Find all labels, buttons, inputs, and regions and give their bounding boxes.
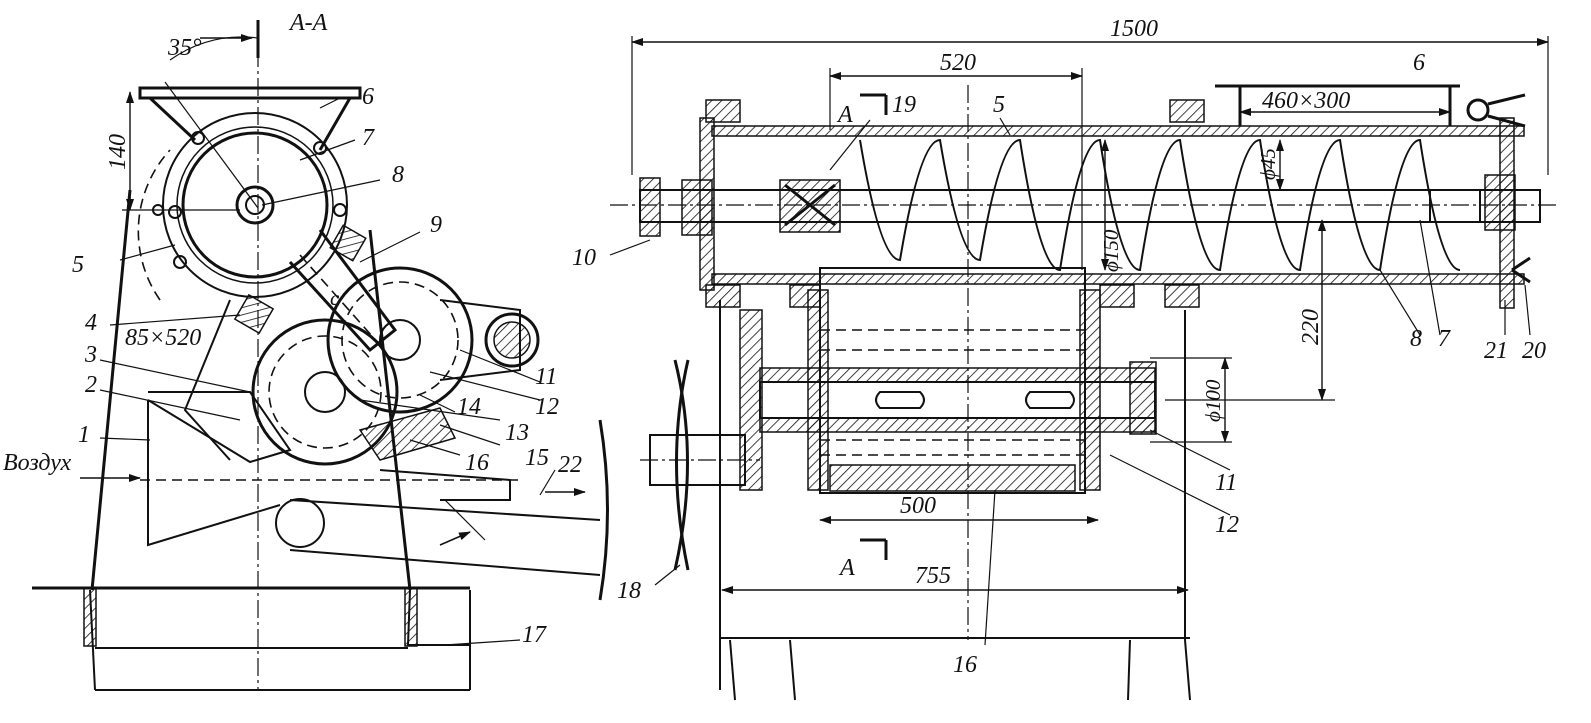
dim-755-label: 755: [915, 563, 951, 589]
c-label: c: [330, 286, 340, 310]
air-label: Воздух: [3, 450, 72, 476]
r-part-8-label: 8: [1410, 326, 1422, 352]
outlet-chute: [289, 499, 601, 576]
longitudinal-view-right: [609, 36, 1560, 701]
r-part-7-label: 7: [1438, 326, 1451, 352]
key-1: [875, 391, 925, 409]
section-title: A-A: [288, 10, 328, 36]
dim-140-label: 140: [105, 134, 131, 170]
part-2-label: 2: [85, 372, 97, 398]
housing-outer: [162, 112, 348, 298]
tube-top-wall: [711, 125, 1525, 137]
dashed-housing-arc: [137, 149, 171, 301]
r-part-18-label: 18: [617, 578, 641, 604]
feed-drum: [181, 131, 329, 279]
air-duct-top: [147, 391, 292, 464]
left-leaders: [99, 97, 556, 646]
part-4-label: 4: [85, 310, 97, 336]
slot-label: 85×520: [125, 325, 201, 351]
bolt-9: [329, 224, 367, 262]
r-part-12-label: 12: [1215, 512, 1239, 538]
section-mark-top: A: [836, 102, 853, 128]
frame-left-leg: [90, 189, 132, 591]
part-13-label: 13: [505, 420, 529, 446]
r-part-16-label: 16: [953, 652, 977, 678]
dim-100-label: ϕ100: [1201, 379, 1225, 422]
frame-right-leg: [368, 229, 412, 591]
air-duct: [147, 400, 281, 547]
part-9-label: 9: [430, 212, 442, 238]
frame: [719, 300, 1190, 690]
part-16-label: 16: [465, 450, 489, 476]
part-7-label: 7: [362, 125, 375, 151]
part-8-label: 8: [392, 162, 404, 188]
dim-1500-label: 1500: [1110, 16, 1158, 42]
section-arrow-top: [860, 93, 888, 115]
r-part-19-label: 19: [892, 92, 916, 118]
pulley-18: [673, 359, 689, 571]
screw-shaft: [639, 189, 1541, 223]
outlet-flange: [598, 419, 609, 601]
knife-block: [358, 407, 457, 461]
r-part-11-label: 11: [1215, 470, 1237, 496]
part-12-label: 12: [535, 394, 559, 420]
section-arrow-bottom: [860, 538, 888, 560]
r-part-21-label: 21: [1484, 338, 1508, 364]
section-view-left: [32, 20, 609, 691]
part-1-label: 1: [78, 422, 90, 448]
feed-shaft: [235, 185, 275, 225]
outlet-pulley: [275, 498, 325, 548]
dim-45-label: ϕ45: [1256, 148, 1280, 180]
drum-shaft-bottom: [759, 417, 1156, 433]
screw-flights: [859, 138, 1461, 272]
knives-16: [829, 464, 1076, 492]
r-part-6-label: 6: [1413, 50, 1425, 76]
bolt-4: [233, 293, 275, 335]
hopper-walls: [148, 96, 352, 151]
part-22-label: 22: [558, 452, 582, 478]
lever-pivot: [484, 312, 540, 368]
part-15-label: 15: [525, 445, 549, 471]
dim-inlet-label: 460×300: [1262, 88, 1350, 114]
bearing-right: [1484, 174, 1516, 231]
part-14-label: 14: [457, 394, 481, 420]
dim-500-label: 500: [900, 493, 936, 519]
angle-label: 35°: [167, 35, 202, 61]
part-5-label: 5: [72, 252, 84, 278]
right-leaders: [609, 117, 1531, 646]
bearing-left: [681, 179, 713, 236]
r-part-20-label: 20: [1522, 338, 1546, 364]
part-3-label: 3: [84, 342, 97, 368]
inlet-hopper: [1215, 84, 1460, 126]
drive-disk: [739, 309, 763, 491]
pulley-10: [639, 177, 661, 237]
part-11-label: 11: [535, 364, 557, 390]
dim-520-label: 520: [940, 50, 976, 76]
hopper-flange: [138, 86, 362, 100]
guide-plate: [183, 299, 231, 461]
wing-nut-20: [1466, 98, 1490, 122]
roll-upper: [326, 266, 474, 414]
labels: A-A 35° 140 85×520 Воздух c 1 2 3 4 5 6 …: [3, 10, 1546, 678]
r-part-5-label: 5: [993, 92, 1005, 118]
part-6-label: 6: [362, 84, 374, 110]
bearing-11: [1129, 361, 1157, 435]
r-part-10-label: 10: [572, 245, 596, 271]
key-2: [1025, 391, 1075, 409]
roll-lower: [251, 318, 399, 466]
dim-220-label: 220: [1298, 309, 1324, 345]
dim-150-label: ϕ150: [1099, 229, 1123, 272]
tube-bottom-wall: [711, 273, 1525, 285]
section-mark-bottom: A: [838, 555, 855, 581]
drum-shaft-top: [759, 367, 1156, 383]
part-17-label: 17: [522, 622, 547, 648]
angle-leg: [164, 81, 259, 209]
